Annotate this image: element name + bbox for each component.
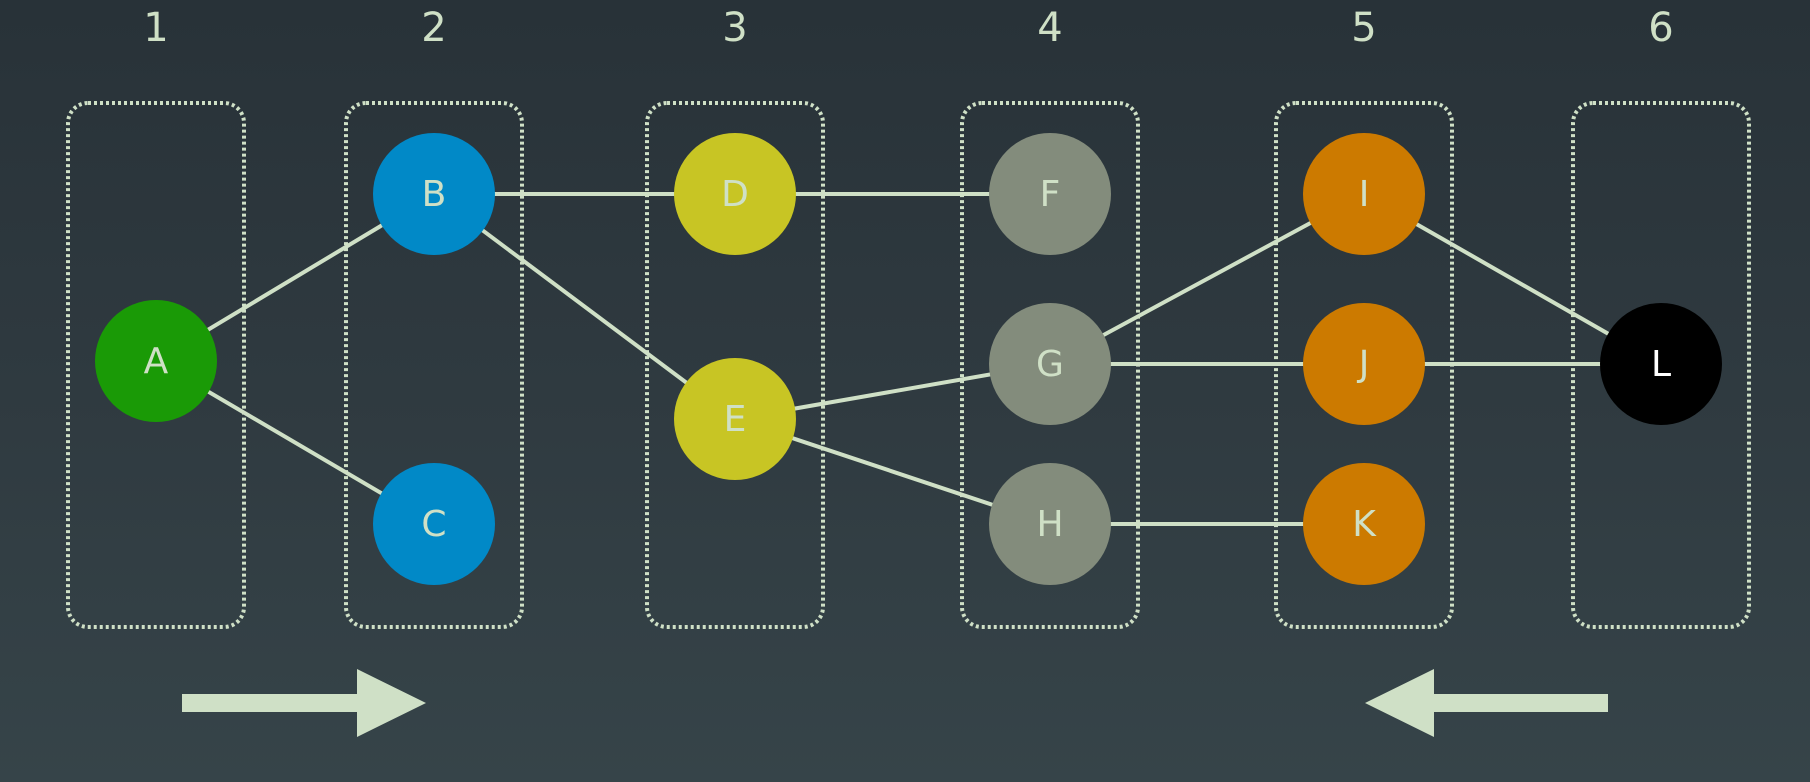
edges <box>154 192 1663 526</box>
direction-arrows <box>182 669 1608 737</box>
column-header-3: 3 <box>722 5 747 51</box>
node-label-C: C <box>421 504 446 545</box>
node-label-B: B <box>422 174 447 215</box>
node-B: B <box>373 133 495 255</box>
node-D: D <box>674 133 796 255</box>
node-circle-F <box>989 133 1111 255</box>
node-A: A <box>95 300 217 422</box>
node-E: E <box>674 358 796 480</box>
node-label-L: L <box>1651 344 1671 385</box>
node-label-K: K <box>1352 504 1377 545</box>
node-circle-L <box>1600 303 1722 425</box>
node-G: G <box>989 303 1111 425</box>
arrow-forward-icon <box>182 669 426 737</box>
column-header-4: 4 <box>1037 5 1062 51</box>
node-circle-K <box>1303 463 1425 585</box>
column-box-3 <box>645 101 825 629</box>
node-circle-G <box>989 303 1111 425</box>
node-circle-A <box>95 300 217 422</box>
nodes: A B C D E F G H I J K L <box>95 133 1722 585</box>
node-I: I <box>1303 133 1425 255</box>
node-circle-C <box>373 463 495 585</box>
column-header-6: 6 <box>1648 5 1673 51</box>
column-header-2: 2 <box>421 5 446 51</box>
column-box-1 <box>66 101 246 629</box>
node-label-A: A <box>144 341 169 382</box>
node-label-G: G <box>1036 344 1064 385</box>
node-H: H <box>989 463 1111 585</box>
node-circle-H <box>989 463 1111 585</box>
node-label-H: H <box>1036 504 1063 545</box>
column-headers: 1 2 3 4 5 6 <box>143 5 1673 51</box>
edge-B-E <box>432 192 737 421</box>
node-L: L <box>1600 303 1722 425</box>
node-label-E: E <box>724 399 747 440</box>
arrow-backward-icon <box>1365 669 1608 737</box>
node-circle-J <box>1303 303 1425 425</box>
node-circle-B <box>373 133 495 255</box>
node-C: C <box>373 463 495 585</box>
node-label-F: F <box>1040 174 1061 215</box>
node-circle-D <box>674 133 796 255</box>
node-label-I: I <box>1359 174 1370 215</box>
column-header-5: 5 <box>1351 5 1376 51</box>
node-label-D: D <box>721 174 749 215</box>
node-label-J: J <box>1357 344 1370 385</box>
node-circle-I <box>1303 133 1425 255</box>
column-header-1: 1 <box>143 5 168 51</box>
node-circle-E <box>674 358 796 480</box>
node-F: F <box>989 133 1111 255</box>
node-K: K <box>1303 463 1425 585</box>
node-J: J <box>1303 303 1425 425</box>
column-box-2 <box>344 101 524 629</box>
column-box-6 <box>1571 101 1751 629</box>
